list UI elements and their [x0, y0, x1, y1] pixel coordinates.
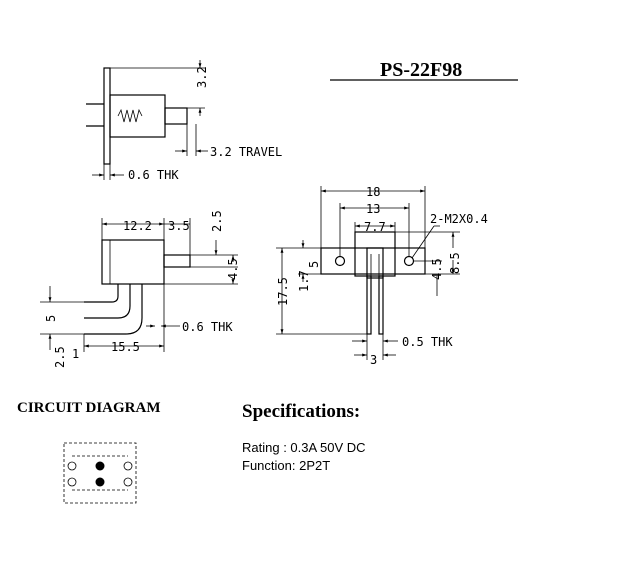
mount-hole-left	[334, 255, 346, 267]
dim-front-pin-step: 1	[72, 347, 79, 361]
top-view: 18 13 7.7 2-M2X0.4 17.5 1.7 5 4.5 8.5	[276, 185, 488, 367]
circuit-title: CIRCUIT DIAGRAM	[17, 400, 160, 416]
side-view: 3.2 3.2 TRAVEL 0.6 THK	[86, 60, 282, 182]
side-mount-plate	[103, 67, 111, 165]
model-title: PS-22F98	[380, 59, 462, 81]
dim-front-pin-offset: 2.5	[53, 346, 67, 368]
front-pin-2	[84, 284, 131, 319]
contact-left-top	[67, 461, 77, 471]
dim-front-body: 12.2	[123, 219, 152, 233]
spec-function: Function: 2P2T	[242, 458, 330, 473]
dim-top-right-4-5: 4.5	[430, 258, 444, 280]
dim-top-left-1-7: 1.7	[297, 270, 311, 292]
dim-top-left-17-5: 17.5	[276, 277, 290, 306]
top-pin-right	[378, 275, 384, 335]
front-pin-3	[84, 284, 143, 335]
dim-top-slot: 7.7	[364, 220, 386, 234]
front-body	[101, 239, 165, 285]
front-view: 12.2 3.5 2.5 4.5 5 2.5 1 15.5 0.6 THK	[40, 210, 240, 368]
contact-right-bottom	[123, 477, 133, 487]
dim-top-mount: 13	[366, 202, 380, 216]
side-spring	[117, 108, 143, 123]
contact-left-bottom	[67, 477, 77, 487]
contact-common-bottom	[95, 477, 105, 487]
dim-front-actuator: 3.5	[168, 219, 190, 233]
dim-front-pin-thk: 0.6 THK	[182, 320, 233, 334]
dim-top-pin-w: 3	[370, 353, 377, 367]
dim-top-pin-thk: 0.5 THK	[402, 335, 453, 349]
hole-note: 2-M2X0.4	[430, 212, 488, 226]
top-body	[354, 231, 396, 277]
dim-top-overall: 18	[366, 185, 380, 199]
dim-front-actuator-h: 4.5	[226, 258, 240, 280]
front-pin-1	[84, 284, 119, 303]
top-pin-left	[366, 275, 372, 335]
dim-side-travel: 3.2 TRAVEL	[210, 145, 282, 159]
side-actuator	[164, 107, 188, 125]
circuit-diagram	[63, 442, 137, 504]
dim-front-pin-length: 15.5	[111, 340, 140, 354]
dim-side-thickness: 0.6 THK	[128, 168, 179, 182]
dim-top-right-8-5: 8.5	[448, 252, 462, 274]
dim-front-pin-gap: 5	[44, 315, 58, 322]
spec-rating: Rating : 0.3A 50V DC	[242, 440, 366, 455]
dim-top-left-5: 5	[307, 261, 321, 268]
specs-title: Specifications:	[242, 401, 360, 422]
circuit-outline	[63, 442, 137, 504]
dim-front-actuator-w: 2.5	[210, 210, 224, 232]
top-actuator	[366, 247, 384, 279]
dim-side-height: 3.2	[195, 66, 209, 88]
contact-right-top	[123, 461, 133, 471]
front-actuator	[163, 254, 191, 268]
contact-common-top	[95, 461, 105, 471]
